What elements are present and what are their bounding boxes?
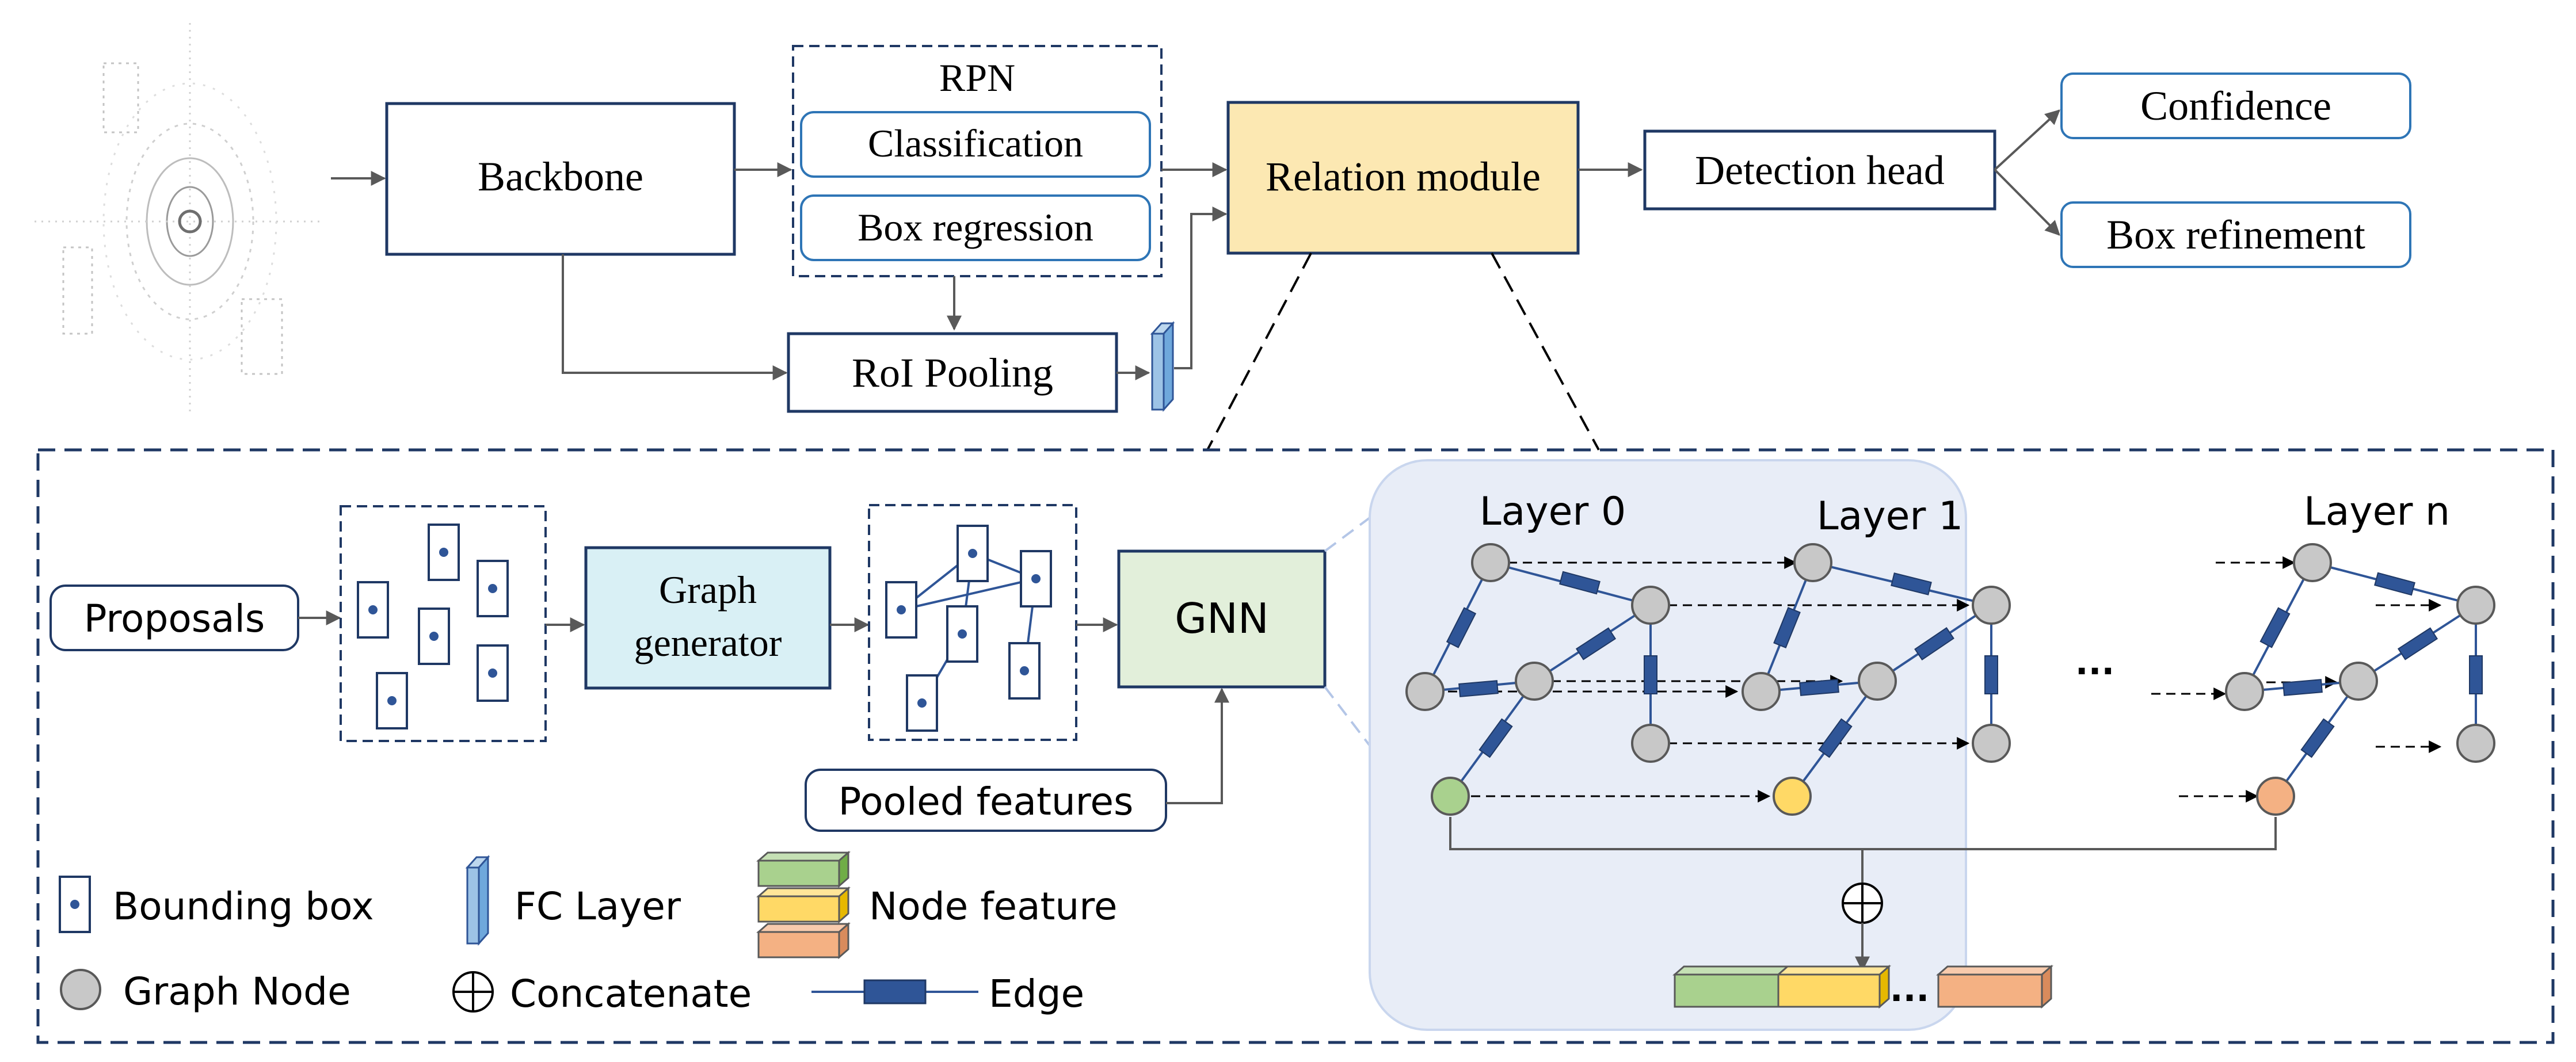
graph-generator-label-line2: generator — [634, 621, 782, 664]
rpn-box-regression-box — [800, 194, 1151, 261]
legend-node-feature-label: Node feature — [869, 884, 1118, 929]
detection-head-label: Detection head — [1695, 147, 1945, 193]
gnn-zoom-line-bottom — [1324, 686, 1371, 747]
backbone-block: Backbone — [385, 102, 736, 256]
edge-legend-icon — [811, 979, 978, 1004]
arrow-to-box-refinement — [1994, 169, 2060, 236]
layer-ellipsis: ... — [2075, 643, 2114, 683]
legend-concatenate-label: Concatenate — [510, 972, 752, 1016]
detection-head-block: Detection head — [1643, 129, 1996, 211]
concatenate-symbol — [1842, 883, 1883, 924]
layer-1-graph — [1742, 543, 2011, 816]
zoom-line-left — [1206, 253, 1312, 450]
arrow-fc-to-relation — [1174, 207, 1228, 369]
concat-ellipsis: ... — [1890, 969, 1929, 1010]
proposals-block: Proposals — [49, 585, 299, 651]
rpn-box-regression-label: Box regression — [858, 205, 1093, 249]
legend-concatenate: Concatenate — [452, 971, 752, 1016]
layer-n-graph — [2225, 543, 2495, 816]
concatenated-feature-bar — [1672, 964, 2053, 1009]
legend-fc-layer-label: FC Layer — [515, 884, 681, 929]
arrow-pooled-features-to-gnn — [1166, 687, 1229, 804]
proposal-graph-group — [868, 504, 1077, 741]
legend-bounding-box-label: Bounding box — [113, 884, 374, 929]
box-refinement-output: Box refinement — [2060, 201, 2411, 268]
gnn-label: GNN — [1175, 594, 1269, 643]
gnn-zoom-line-top — [1324, 517, 1371, 552]
confidence-output: Confidence — [2060, 72, 2411, 139]
relation-module-detail-panel — [36, 448, 2555, 1044]
rpn-classification-label: Classification — [868, 121, 1083, 165]
legend-graph-node: Graph Node — [60, 969, 351, 1014]
arrow-backbone-to-roi — [562, 254, 788, 380]
relation-module-block: Relation module — [1226, 101, 1580, 255]
concatenate-legend-icon — [452, 971, 494, 1013]
roi-pooling-block: RoI Pooling — [787, 332, 1118, 413]
relation-module-label: Relation module — [1266, 154, 1541, 200]
legend-bounding-box: Bounding box — [59, 876, 374, 933]
rpn-title: RPN — [939, 56, 1015, 100]
legend-node-feature: Node feature — [756, 850, 1118, 960]
point-cloud-image — [35, 23, 322, 414]
graph-generator-label-line1: Graph — [659, 568, 757, 612]
layer-0-graph — [1405, 543, 1670, 816]
graph-generator-block: Graph generator — [584, 546, 832, 690]
pooled-features-block: Pooled features — [805, 769, 1167, 832]
graph-node-legend-icon — [60, 969, 101, 1010]
box-refinement-label: Box refinement — [2106, 212, 2365, 258]
fc-layer-legend-icon — [465, 855, 490, 946]
legend-fc-layer: FC Layer — [465, 855, 681, 946]
layer-1-label: Layer 1 — [1817, 494, 1963, 539]
arrow-to-confidence — [1994, 109, 2060, 171]
legend-graph-node-label: Graph Node — [123, 969, 351, 1014]
roi-pooling-label: RoI Pooling — [852, 350, 1053, 396]
fc-layer-icon — [1150, 321, 1175, 412]
gnn-block: GNN — [1117, 549, 1327, 689]
pooled-features-label: Pooled features — [839, 780, 1134, 824]
rpn-block: RPN Classification Box regression — [792, 45, 1163, 277]
layer-0-label: Layer 0 — [1480, 489, 1626, 534]
backbone-label: Backbone — [478, 154, 643, 200]
rpn-classification-box — [800, 111, 1151, 178]
proposals-label: Proposals — [84, 597, 265, 641]
zoom-line-right — [1491, 253, 1600, 450]
proposal-boxes-group — [340, 505, 547, 742]
layer-n-label: Layer n — [2304, 489, 2450, 534]
legend-edge: Edge — [811, 972, 1084, 1016]
confidence-label: Confidence — [2140, 83, 2331, 129]
legend-edge-label: Edge — [989, 972, 1084, 1016]
node-feature-legend-icon — [756, 850, 851, 960]
